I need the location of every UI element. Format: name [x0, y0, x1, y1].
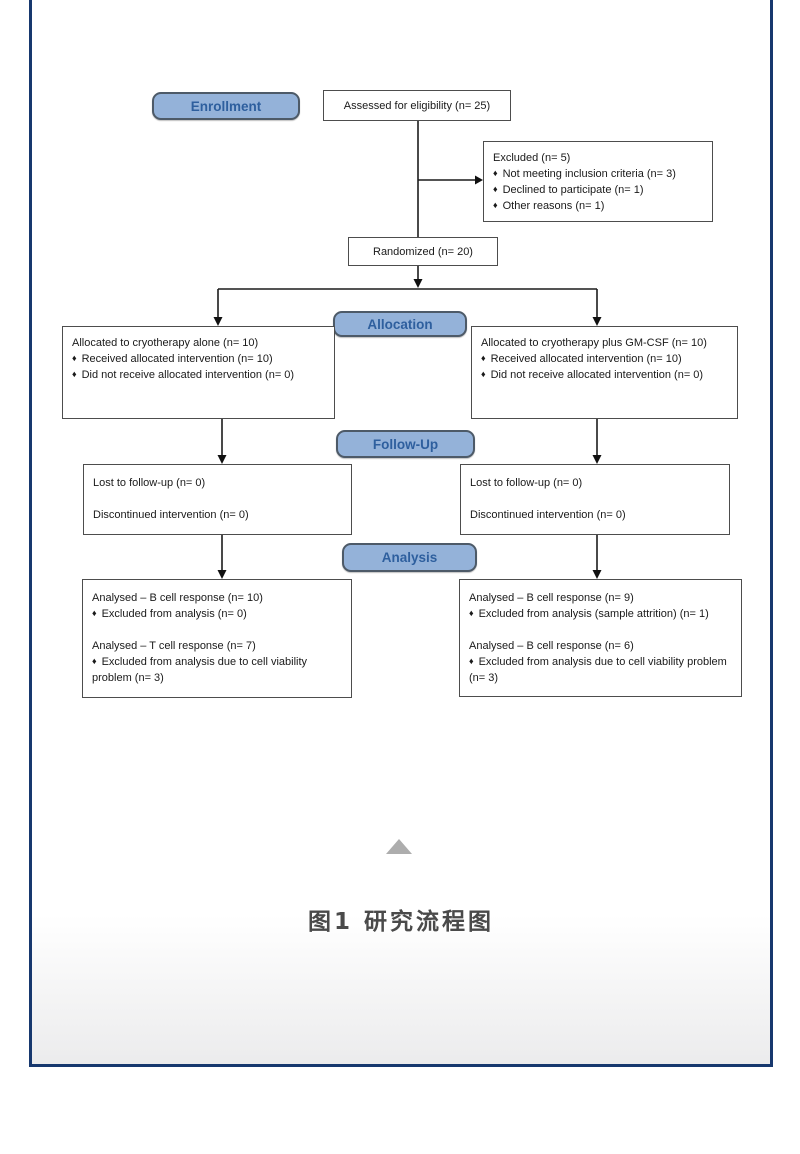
bullet-text: Excluded from analysis due to cell viabi…: [469, 656, 727, 684]
bullet-glyph: ♦: [92, 656, 97, 666]
bullet-glyph: ♦: [469, 656, 474, 666]
bullet-text: Excluded from analysis (n= 0): [101, 608, 247, 620]
figure-caption: 图1 研究流程图: [307, 909, 494, 935]
collapse-triangle-icon[interactable]: [386, 839, 412, 854]
bullet-text: Other reasons (n= 1): [502, 200, 605, 212]
bullet-glyph: ♦: [481, 353, 486, 363]
bullet-glyph: ♦: [493, 184, 498, 194]
box-title: Analysed – T cell response (n= 7): [92, 640, 256, 652]
bullet-text: Declined to participate (n= 1): [502, 184, 644, 196]
bullet-text: Excluded from analysis due to cell viabi…: [92, 656, 308, 684]
bullet-glyph: ♦: [493, 200, 498, 210]
assessed-text: Assessed for eligibility (n= 25): [343, 99, 491, 112]
followup-line: Discontinued intervention (n= 0): [93, 509, 249, 521]
randomized-box: Randomized (n= 20): [348, 237, 498, 266]
bullet-item: ♦ Not meeting inclusion criteria (n= 3): [493, 166, 703, 182]
bullet-text: Not meeting inclusion criteria (n= 3): [502, 168, 676, 180]
analysis-stage-label: Analysis: [342, 543, 477, 572]
bullet-item: ♦Excluded from analysis due to cell viab…: [469, 654, 732, 686]
bullet-text: Received allocated intervention (n= 10): [81, 353, 273, 365]
followup-line: Lost to follow-up (n= 0): [470, 477, 583, 489]
box-title: Analysed – B cell response (n= 6): [469, 640, 634, 652]
bullet-glyph: ♦: [493, 168, 498, 178]
allocation-stage-label: Allocation: [333, 311, 467, 337]
bullet-item: ♦ Received allocated intervention (n= 10): [72, 351, 325, 367]
bullet-item: ♦Excluded from analysis due to cell viab…: [92, 654, 342, 686]
box-title: Excluded (n= 5): [493, 152, 571, 164]
bullet-item: ♦ Declined to participate (n= 1): [493, 182, 703, 198]
bullet-text: Excluded from analysis (sample attrition…: [478, 608, 709, 620]
analysis-right-box: Analysed – B cell response (n= 9) ♦Exclu…: [459, 579, 742, 697]
followup-left-box: Lost to follow-up (n= 0) Discontinued in…: [83, 464, 352, 535]
bullet-glyph: ♦: [72, 353, 77, 363]
box-title: Analysed – B cell response (n= 10): [92, 592, 263, 604]
bullet-text: Did not receive allocated intervention (…: [490, 369, 704, 381]
bullet-item: ♦ Other reasons (n= 1): [493, 198, 703, 214]
analysis-left-box: Analysed – B cell response (n= 10) ♦Excl…: [82, 579, 352, 698]
allocation-right-box: Allocated to cryotherapy plus GM-CSF (n=…: [471, 326, 738, 419]
bullet-item: ♦ Received allocated intervention (n= 10): [481, 351, 728, 367]
bullet-item: ♦ Did not receive allocated intervention …: [481, 367, 728, 383]
bullet-glyph: ♦: [469, 608, 474, 618]
bullet-item: ♦ Excluded from analysis (sample attritio…: [469, 606, 732, 622]
followup-line: Lost to follow-up (n= 0): [93, 477, 206, 489]
excluded-box: Excluded (n= 5) ♦ Not meeting inclusion c…: [483, 141, 713, 222]
box-title: Allocated to cryotherapy plus GM-CSF (n=…: [481, 337, 707, 349]
enrollment-stage-label: Enrollment: [152, 92, 300, 120]
bullet-item: ♦ Excluded from analysis (n= 0): [92, 606, 342, 622]
randomized-text: Randomized (n= 20): [373, 245, 473, 258]
bullet-glyph: ♦: [481, 369, 486, 379]
bullet-text: Received allocated intervention (n= 10): [490, 353, 682, 365]
bullet-glyph: ♦: [92, 608, 97, 618]
followup-right-box: Lost to follow-up (n= 0) Discontinued in…: [460, 464, 730, 535]
followup-stage-label: Follow-Up: [336, 430, 475, 458]
followup-line: Discontinued intervention (n= 0): [470, 509, 626, 521]
bullet-glyph: ♦: [72, 369, 77, 379]
assessed-box: Assessed for eligibility (n= 25): [323, 90, 511, 121]
box-title: Analysed – B cell response (n= 9): [469, 592, 634, 604]
bullet-text: Did not receive allocated intervention (…: [81, 369, 295, 381]
box-title: Allocated to cryotherapy alone (n= 10): [72, 337, 259, 349]
allocation-left-box: Allocated to cryotherapy alone (n= 10) ♦…: [62, 326, 335, 419]
bullet-item: ♦ Did not receive allocated intervention …: [72, 367, 325, 383]
